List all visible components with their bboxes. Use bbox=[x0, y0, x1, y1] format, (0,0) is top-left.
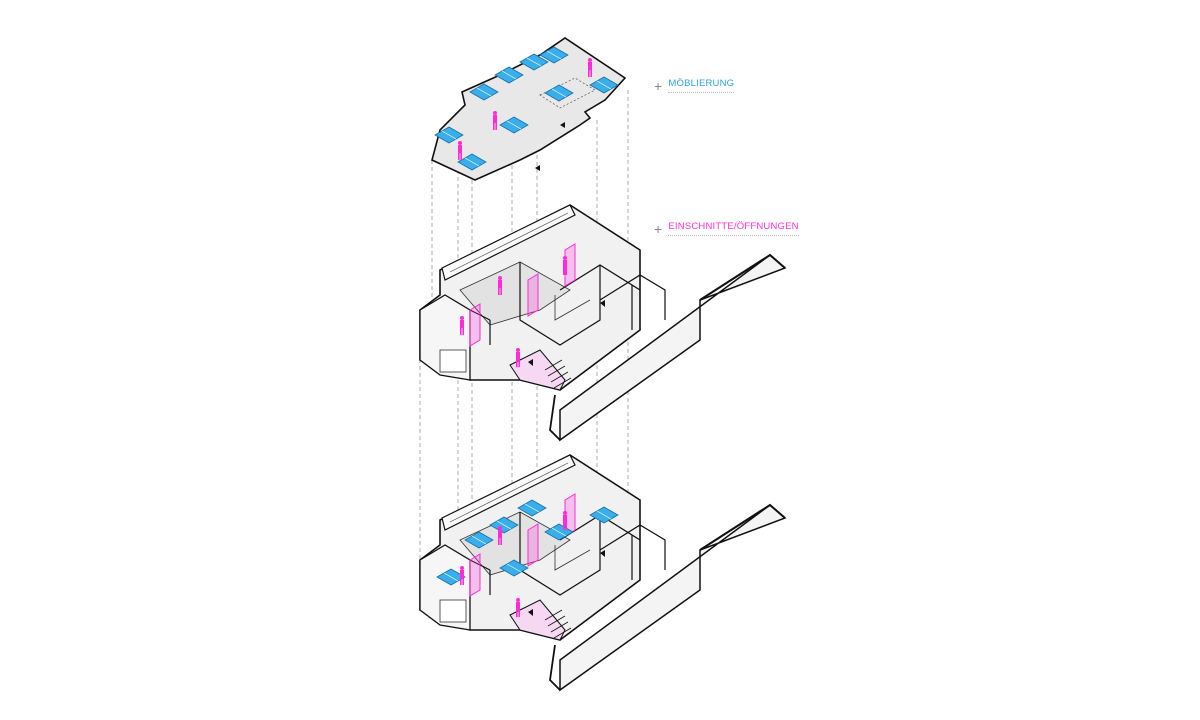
plus-icon: + bbox=[654, 220, 663, 237]
furniture-floor-plate bbox=[431, 37, 627, 181]
openings-layer bbox=[419, 204, 786, 441]
label-furniture-text: MÖBLIERUNG bbox=[668, 78, 735, 93]
plus-icon: + bbox=[654, 77, 663, 94]
combined-layer bbox=[419, 454, 786, 691]
label-furniture: + MÖBLIERUNG bbox=[654, 77, 735, 94]
label-openings-text: EINSCHNITTE/ÖFFNUNGEN bbox=[668, 221, 799, 236]
furniture-layer bbox=[431, 37, 627, 181]
label-openings: + EINSCHNITTE/ÖFFNUNGEN bbox=[654, 221, 799, 236]
